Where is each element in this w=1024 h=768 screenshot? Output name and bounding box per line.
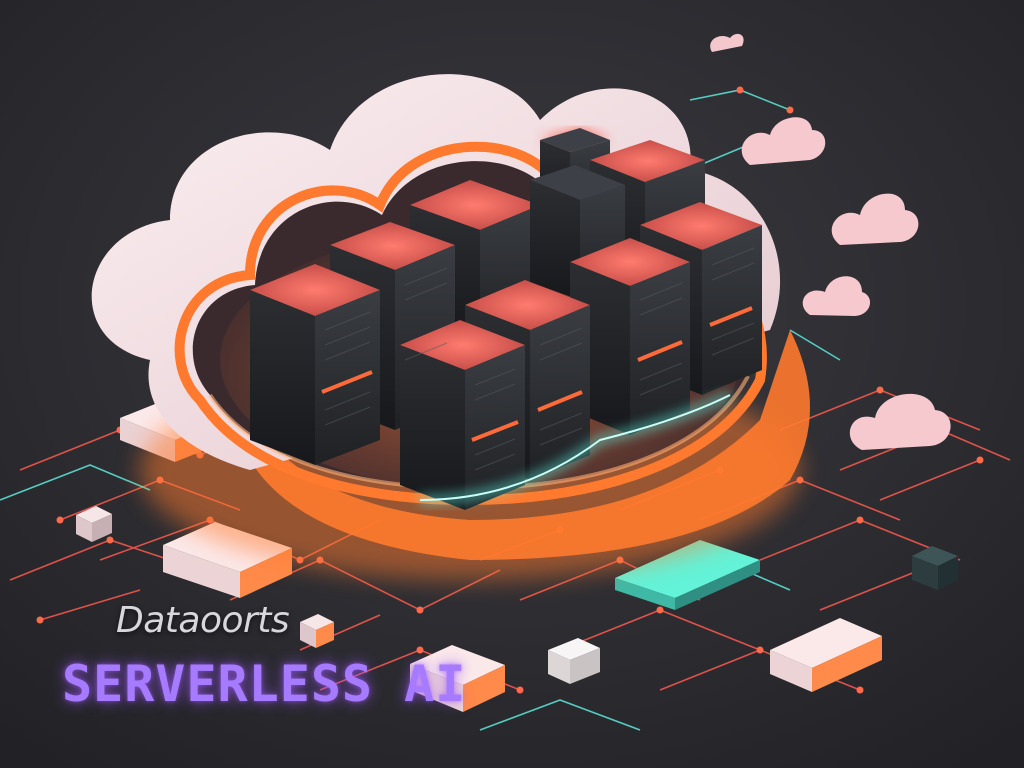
server-rack-icon — [250, 128, 762, 510]
cloud-icon — [710, 33, 951, 450]
brand-wordmark: Dataoorts — [116, 600, 290, 641]
headline-text: SERVERLESS AI — [62, 655, 467, 713]
